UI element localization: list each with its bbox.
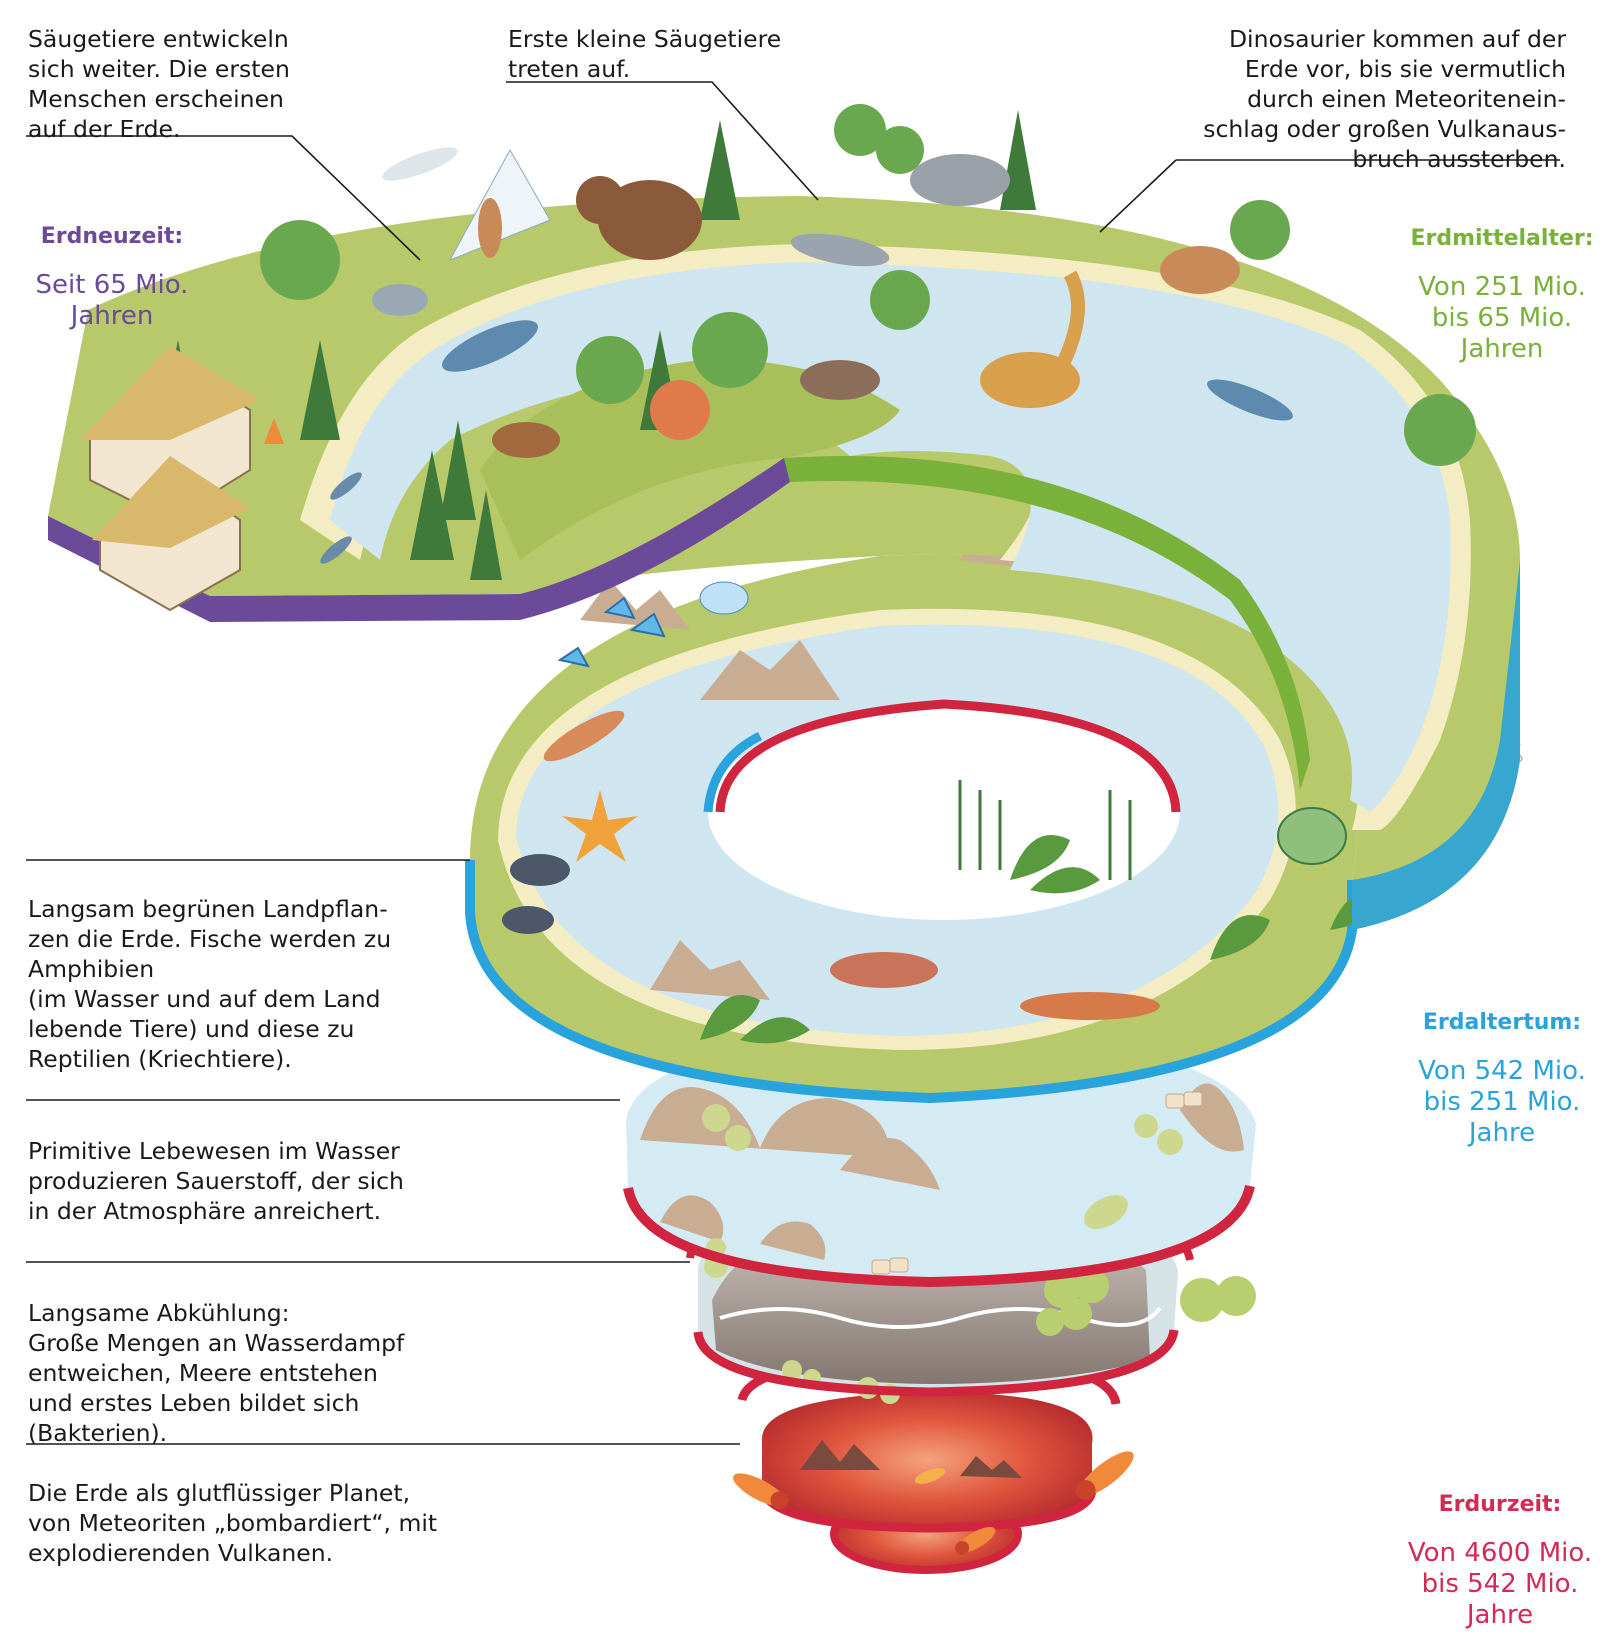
annotation-mammals-develop: Säugetiere entwickeln sich weiter. Die e… xyxy=(28,25,290,143)
annotation-molten: Die Erde als glutflüssiger Planet, von M… xyxy=(28,1479,438,1567)
era-label-mesozoic: Erdmittelalter: Von 251 Mio. bis 65 Mio.… xyxy=(1402,206,1602,384)
era-label-paleozoic: Erdaltertum: Von 542 Mio. bis 251 Mio. J… xyxy=(1402,990,1602,1168)
annotation-land-plants: Langsam begrünen Landpflan- zen die Erde… xyxy=(28,895,392,1073)
annotation-first-mammals: Erste kleine Säugetiere treten auf. xyxy=(508,25,782,83)
era-range: Von 4600 Mio. bis 542 Mio. Jahre xyxy=(1407,1538,1593,1630)
leader-lines xyxy=(26,81,1560,1445)
annotation-oxygen: Primitive Lebewesen im Wasser produziere… xyxy=(28,1137,404,1225)
huts xyxy=(80,346,284,612)
trees xyxy=(120,104,1476,580)
annotation-dinosaurs: Dinosaurier kommen auf der Erde vor, bis… xyxy=(1203,25,1566,173)
era-name: Erdaltertum: xyxy=(1422,1010,1582,1035)
era-range: Seit 65 Mio. Jahren xyxy=(35,270,189,331)
era-label-cenozoic: Erdneuzeit: Seit 65 Mio. Jahren xyxy=(12,204,212,351)
era-label-precambrian: Erdurzeit: Von 4600 Mio. bis 542 Mio. Ja… xyxy=(1394,1472,1606,1650)
animals xyxy=(320,147,1293,564)
era-name: Erdmittelalter: xyxy=(1410,226,1594,251)
oxygen-level xyxy=(623,1032,1256,1288)
era-range: Von 251 Mio. bis 65 Mio. Jahren xyxy=(1418,272,1586,364)
upper-ring xyxy=(48,196,1520,930)
annotation-cooling: Langsame Abkühlung: Große Mengen an Wass… xyxy=(28,1299,405,1447)
era-name: Erdurzeit: xyxy=(1438,1492,1562,1517)
era-name: Erdneuzeit: xyxy=(40,224,184,249)
era-range: Von 542 Mio. bis 251 Mio. Jahre xyxy=(1418,1056,1586,1148)
meteors xyxy=(733,1451,1134,1555)
molten-earth-level xyxy=(737,1351,1121,1574)
